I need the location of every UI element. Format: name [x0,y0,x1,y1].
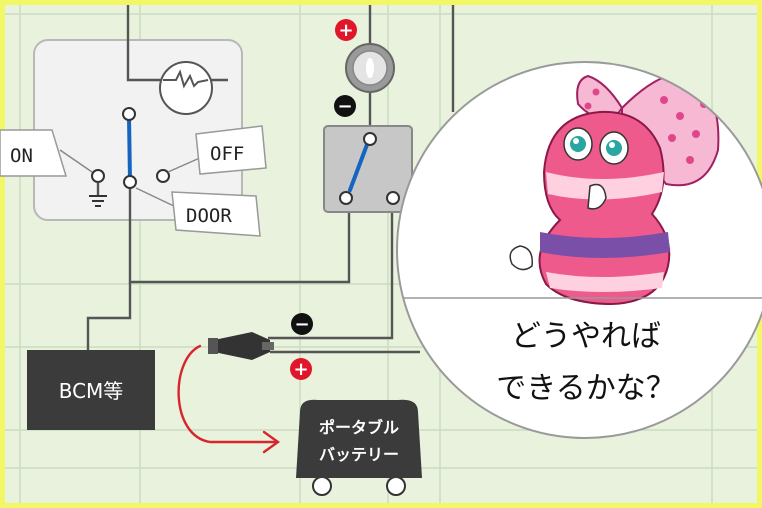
battery-label-line1: ポータブル [319,418,399,437]
label-on-text: ON [10,145,33,167]
label-off: OFF [167,125,267,175]
plus-marker-bottom-text: + [293,359,308,380]
label-on: ON [0,129,93,177]
door-switch [91,107,170,189]
minus-marker-bottom-text: − [294,314,309,335]
switch-terminal-off [156,169,170,183]
mascot-character [509,72,720,306]
wires [86,5,455,354]
socket-icon [345,43,395,93]
bulb-icon [159,61,213,115]
switch-terminal-common [122,107,136,121]
plus-marker-bottom: + [290,358,312,380]
battery-label-line2: バッテリー [319,445,399,464]
switch-terminal-door [123,175,137,189]
speech-line2: できるかな？ [496,371,675,406]
switch-blade [127,115,132,183]
ground-icon [89,195,107,207]
label-door-text: DOOR [186,205,232,227]
cigarette-plug-icon [208,332,274,360]
relay-switch-box [323,125,413,213]
portable-battery: ポータブル バッテリー [296,399,422,496]
switch-terminal-on [91,169,105,183]
minus-marker-top: − [334,95,356,117]
plus-marker-top-text: + [338,20,353,41]
connect-arrow [177,344,281,454]
thought-bubble: どうやれば できるかな？ [396,61,762,439]
plus-marker-top: + [335,19,357,41]
minus-marker-bottom: − [291,313,313,335]
label-off-text: OFF [210,143,244,165]
bcm-box: BCM等 [27,350,155,430]
minus-marker-top-text: − [337,96,352,117]
speech-line1: どうやれば [511,319,661,354]
label-door: DOOR [135,187,261,237]
room-lamp-switch-panel [33,39,243,221]
bcm-label: BCM等 [59,379,124,403]
